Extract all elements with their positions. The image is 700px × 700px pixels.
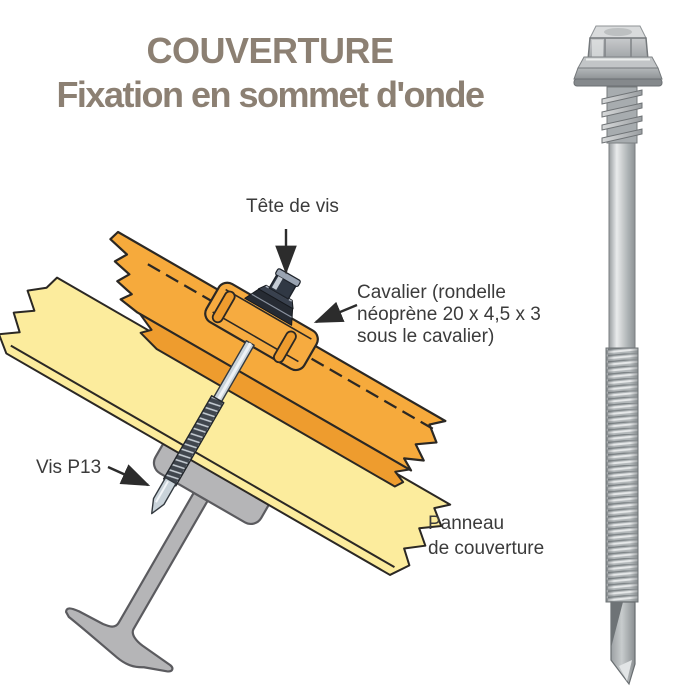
thread-shading xyxy=(605,347,639,603)
screw-photo-hex-head xyxy=(587,25,649,61)
annotation-arrows xyxy=(107,229,358,487)
neoprene-washer-ridge xyxy=(251,293,292,318)
screw-diagram xyxy=(151,268,301,515)
arrow-cavalier xyxy=(313,301,358,324)
hidden-rib-dashed-line xyxy=(147,263,436,431)
cavalier-top-bend-line xyxy=(225,288,312,340)
label-cavalier: Cavalier (rondelle néoprène 20 x 4,5 x 3… xyxy=(357,282,541,348)
label-tete-de-vis: Tête de vis xyxy=(246,196,339,217)
title-line-1: COUVERTURE xyxy=(146,30,394,71)
yellow-panel xyxy=(0,276,452,576)
page-title: COUVERTURE Fixation en sommet d'onde xyxy=(10,30,530,118)
label-cavalier-line1: Cavalier (rondelle xyxy=(357,282,506,303)
hex-facet-highlight xyxy=(592,40,603,58)
label-cavalier-line3: sous le cavalier) xyxy=(357,326,495,347)
screw-photo xyxy=(573,25,663,686)
screw-photo-support-thread xyxy=(601,86,643,144)
yellow-panel-edge-line xyxy=(10,344,395,569)
thread-fin xyxy=(601,102,643,118)
screw-photo-drill-point xyxy=(610,601,636,686)
label-panneau-de-couverture: Panneau de couverture xyxy=(428,511,544,561)
screw-photo-thread xyxy=(605,347,639,603)
screw-shank-highlight xyxy=(215,342,252,403)
label-panneau-line1: Panneau xyxy=(428,513,505,534)
label-panneau-line2: de couverture xyxy=(428,538,545,559)
screw-photo-shank xyxy=(608,142,636,349)
cavalier-slot-left xyxy=(211,290,236,324)
diagram-roof-assembly xyxy=(0,230,452,673)
screw-photo-washer xyxy=(573,56,663,87)
drill-point-flute xyxy=(611,602,623,648)
cavalier-bracket xyxy=(204,281,319,372)
hex-head-facet-highlight xyxy=(271,276,283,290)
arrow-vis-p13 xyxy=(107,464,151,487)
orange-panel-edge xyxy=(138,312,411,488)
washer-seal-band xyxy=(573,78,663,87)
yellow-panel-surface xyxy=(0,276,452,576)
drill-point-facet xyxy=(619,660,632,681)
title-line-2: Fixation en sommet d'onde xyxy=(56,74,485,115)
thread-fin xyxy=(601,115,643,131)
thread-fin xyxy=(601,128,643,144)
thread-fin xyxy=(601,89,643,105)
cavalier-slot-right xyxy=(273,330,297,364)
beam-web-and-foot xyxy=(64,491,209,673)
washer-skirt xyxy=(573,67,663,80)
label-vis-p13: Vis P13 xyxy=(36,457,102,478)
hex-top-smudge xyxy=(604,28,632,36)
label-cavalier-line2: néoprène 20 x 4,5 x 3 xyxy=(357,304,541,325)
screw-drill-tip-diagram xyxy=(151,476,177,515)
screw-tip-highlight xyxy=(155,480,169,503)
